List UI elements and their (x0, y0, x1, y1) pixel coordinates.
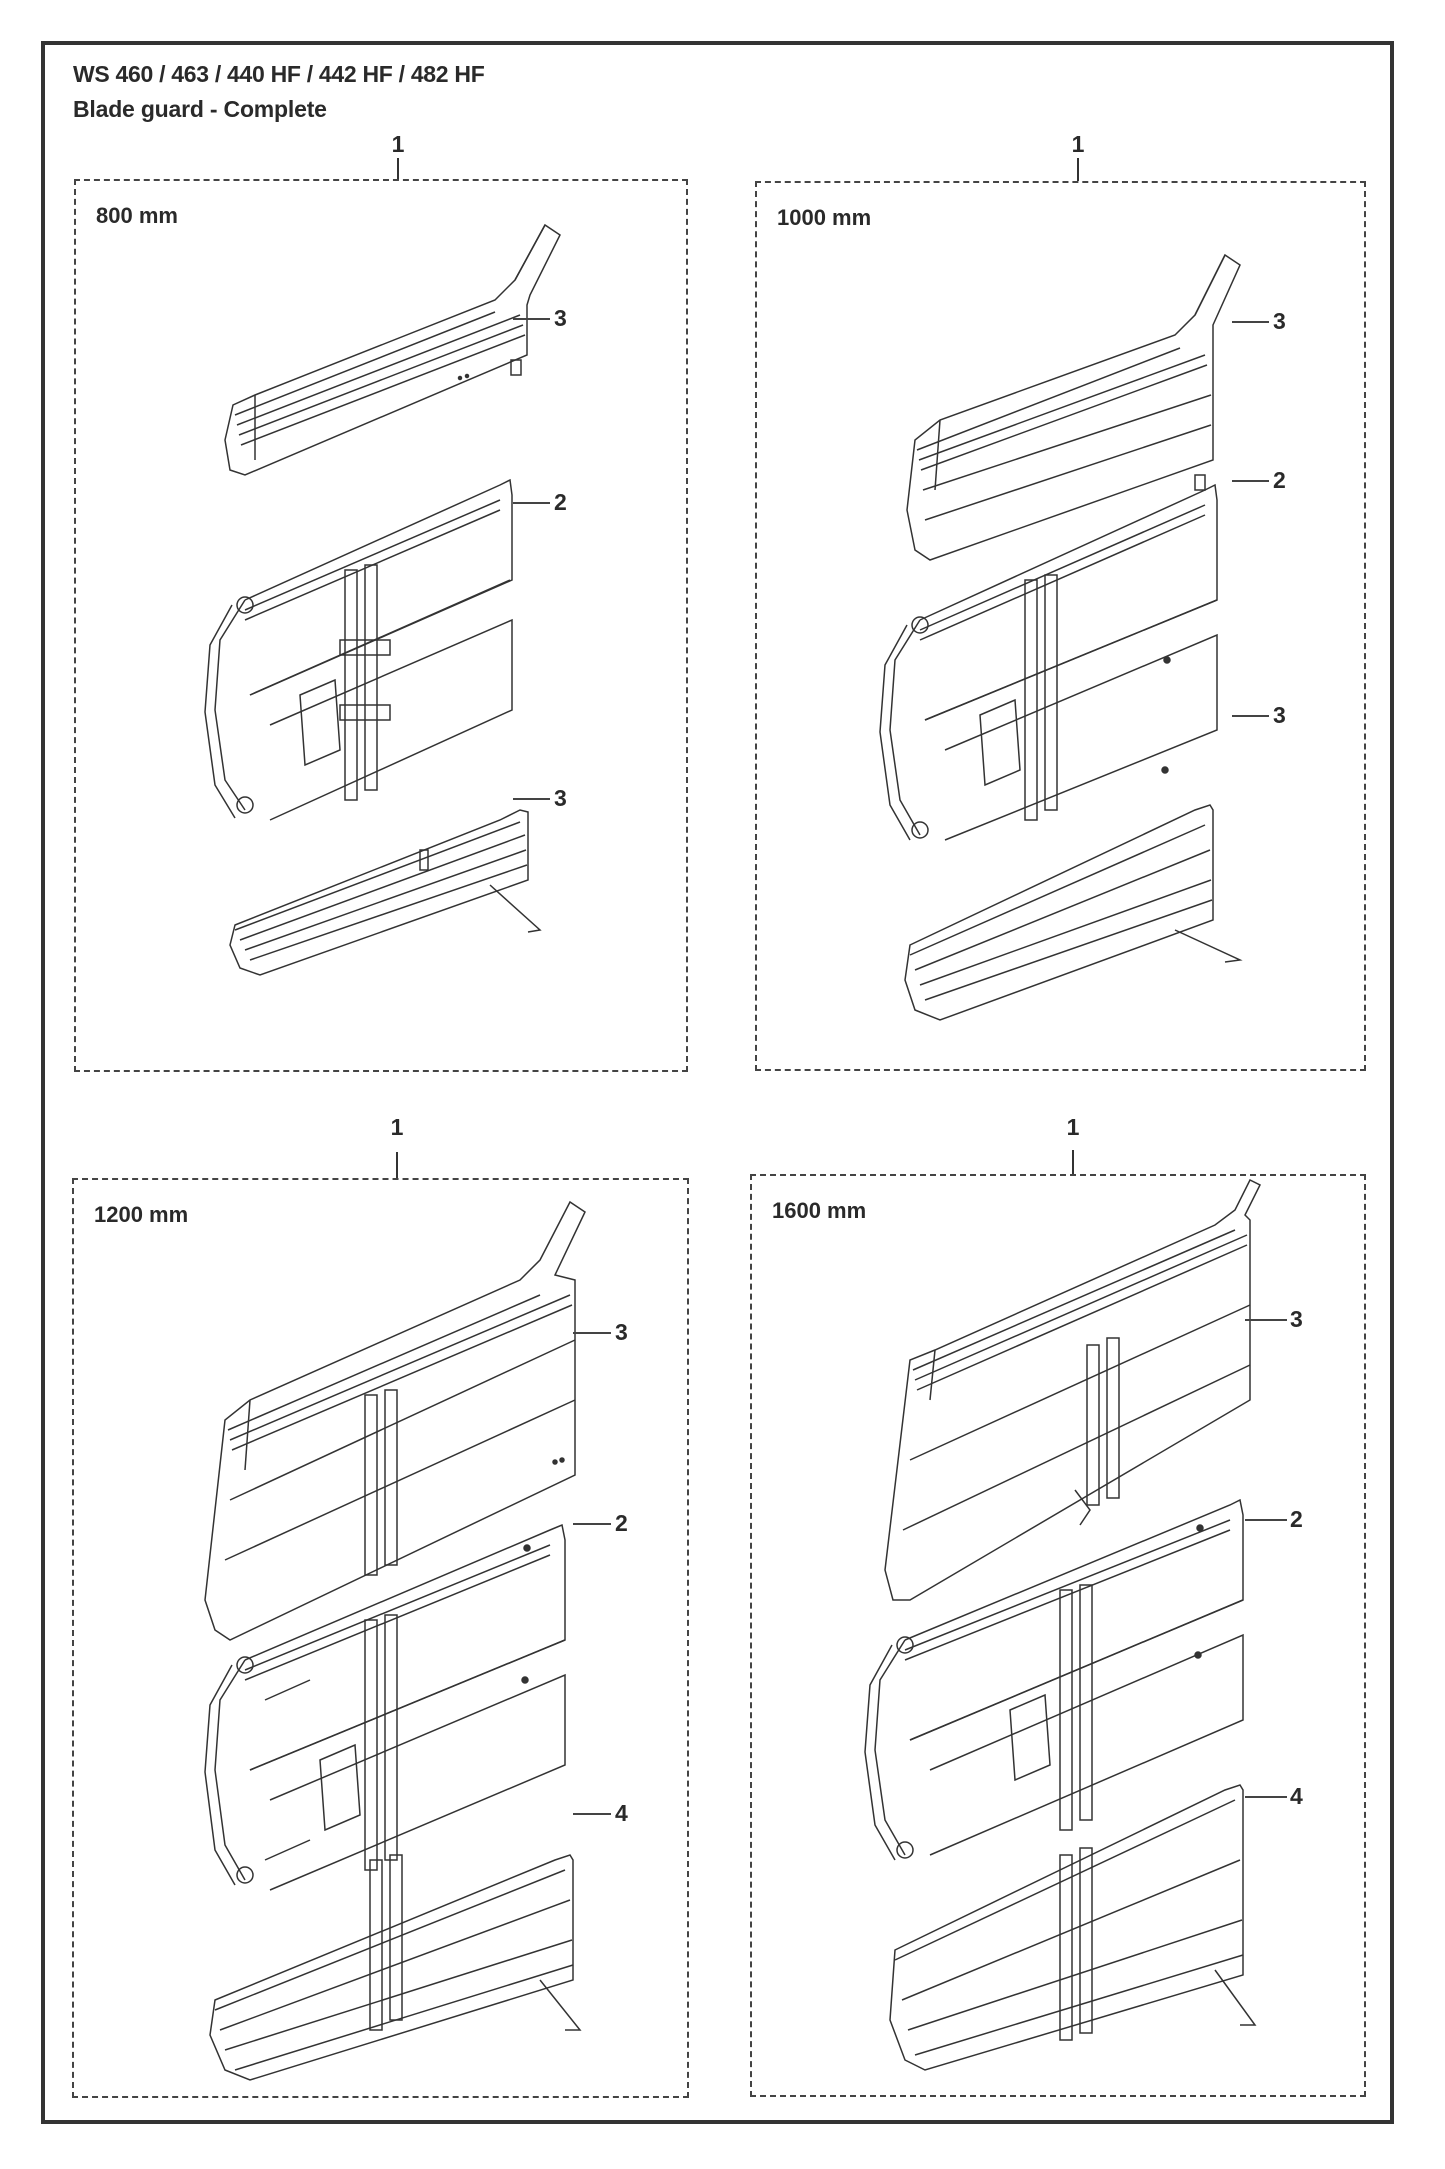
callout-number: 3 (554, 305, 567, 331)
page-frame (41, 41, 1394, 2124)
callout-number: 3 (1273, 702, 1286, 728)
upper-guard-part-3 (895, 190, 1235, 560)
callout-number: 2 (615, 1510, 628, 1536)
upper-guard-part-3 (875, 1180, 1255, 1600)
middle-guard-part-2 (200, 1460, 580, 1890)
callout-leader-line (1232, 321, 1269, 323)
panel-size-label: 800 mm (96, 203, 178, 228)
callout-leader-line (1232, 715, 1269, 717)
upper-guard-part-3 (200, 1200, 580, 1640)
document-title: WS 460 / 463 / 440 HF / 442 HF / 482 HF (73, 61, 485, 87)
panel-size-label: 1200 mm (94, 1202, 189, 1227)
callout-leader-line (513, 318, 550, 320)
callout-number: 2 (1273, 467, 1286, 493)
callout-leader-line (1232, 480, 1269, 482)
upper-guard-part-3 (215, 200, 555, 500)
callout-leader-line (1245, 1319, 1287, 1321)
lower-guard-part-4 (200, 1750, 580, 2080)
callout-leader-line (573, 1813, 611, 1815)
callout-number: 3 (615, 1319, 628, 1345)
callout-leader-line (513, 502, 550, 504)
position-leader-line (397, 158, 399, 180)
callout-leader-line (573, 1332, 611, 1334)
middle-guard-part-2 (860, 1460, 1250, 1860)
callout-leader-line (1245, 1796, 1287, 1798)
panel-1600mm: 1600 mm (750, 1174, 1366, 2097)
callout-number: 3 (554, 785, 567, 811)
lower-guard-part-3 (895, 690, 1235, 1020)
callout-number: 4 (1290, 1783, 1303, 1809)
callout-leader-line (1245, 1519, 1287, 1521)
callout-number: 3 (1290, 1306, 1303, 1332)
position-number-label: 1 (1066, 1114, 1080, 1140)
callout-number: 2 (1290, 1506, 1303, 1532)
callout-number: 4 (615, 1800, 628, 1826)
panel-1200mm: 1200 mm (72, 1178, 689, 2098)
middle-guard-part-2 (875, 440, 1235, 840)
lower-guard-part-4 (880, 1720, 1250, 2070)
lower-guard-part-3 (220, 770, 560, 970)
position-number-label: 1 (390, 1114, 404, 1140)
callout-number: 2 (554, 489, 567, 515)
position-leader-line (396, 1152, 398, 1179)
panel-1000mm: 1000 mm (755, 181, 1366, 1071)
panel-size-label: 1600 mm (772, 1198, 867, 1223)
callout-leader-line (513, 798, 550, 800)
callout-number: 3 (1273, 308, 1286, 334)
position-number-label: 1 (391, 131, 405, 157)
position-number-label: 1 (1071, 131, 1085, 157)
middle-guard-part-2 (200, 440, 530, 820)
callout-leader-line (573, 1523, 611, 1525)
panel-size-label: 1000 mm (777, 205, 872, 230)
panel-800mm: 800 mm (74, 179, 688, 1072)
position-leader-line (1072, 1150, 1074, 1175)
position-leader-line (1077, 158, 1079, 181)
document-subtitle: Blade guard - Complete (73, 96, 327, 122)
